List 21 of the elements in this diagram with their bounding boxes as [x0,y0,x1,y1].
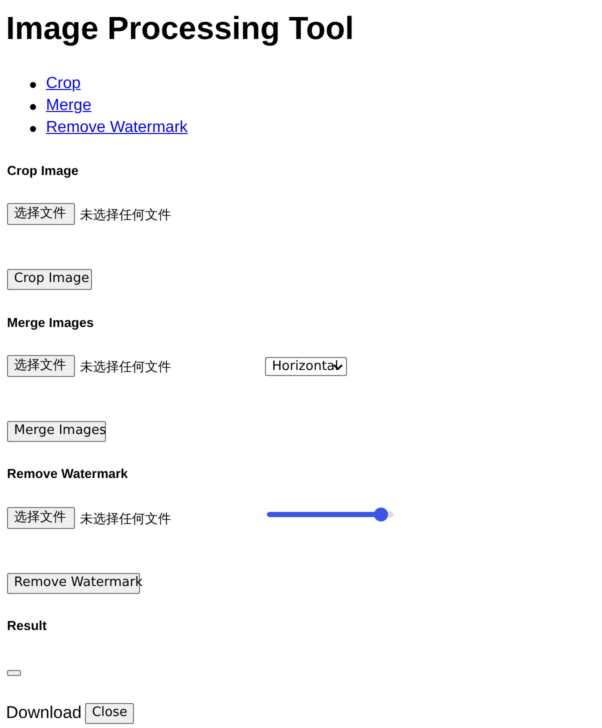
section-heading: Merge Images [7,315,94,330]
nav-link: Remove Watermark [46,119,188,137]
file-status-text: 未选择任何文件 [80,358,171,376]
section-heading: Remove Watermark [7,466,128,481]
action-button: Merge Images [7,421,106,442]
page-title: Image Processing Tool [6,10,354,47]
file-select-button: 选择文件 [7,507,75,529]
nav-link: Crop [46,75,81,93]
dropdown-select: Horizontal [265,357,347,376]
download-label: Download [6,703,82,723]
action-button: Crop Image [7,269,92,290]
file-status-text: 未选择任何文件 [80,510,171,528]
empty-image-box [7,670,21,676]
section-heading: Result [7,618,47,633]
file-select-button: 选择文件 [7,203,75,225]
action-button: Remove Watermark [7,573,140,594]
nav-link: Merge [46,97,92,115]
file-status-text: 未选择任何文件 [80,206,171,224]
file-select-button: 选择文件 [7,355,75,377]
section-heading: Crop Image [7,163,79,178]
action-button: Close [85,703,134,724]
